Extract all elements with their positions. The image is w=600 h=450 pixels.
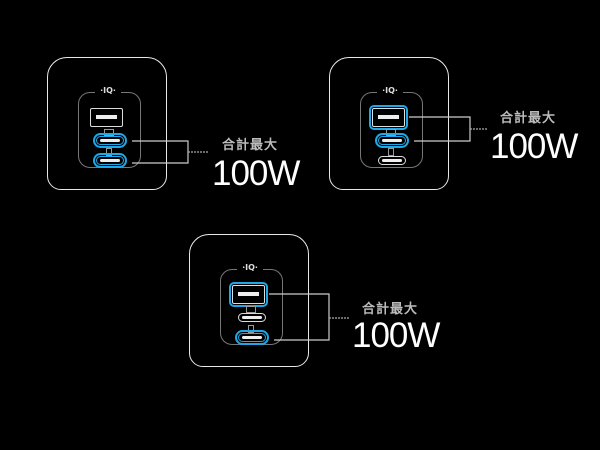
- usb-c2-port: [93, 153, 127, 168]
- laptop-icon: [104, 129, 114, 136]
- iq-logo: ·IQ·: [237, 263, 263, 272]
- iq-logo: ·IQ·: [377, 86, 403, 95]
- phone-icon: [106, 148, 112, 156]
- charger-body: [329, 57, 449, 190]
- total-max-label: 合計最大: [500, 111, 557, 126]
- charger-body: [47, 57, 167, 190]
- total-max-label: 合計最大: [362, 302, 419, 317]
- total-max-label: 合計最大: [222, 138, 279, 153]
- charger-body: [189, 234, 309, 367]
- usb-a-port: [369, 105, 408, 130]
- usb-a-port: [229, 282, 268, 307]
- wattage-value: 100W: [490, 127, 578, 166]
- charger-panel-3: ·IQ· 合計最大 100W: [189, 234, 469, 374]
- phone-icon: [388, 148, 394, 156]
- charger-panel-1: ·IQ· 合計最大 100W: [47, 57, 327, 197]
- laptop-icon: [246, 306, 256, 313]
- connector-lines: [132, 140, 208, 164]
- connector-lines: [269, 293, 349, 341]
- wattage-value: 100W: [212, 154, 300, 193]
- usb-c2-port: [378, 156, 406, 165]
- iq-logo: ·IQ·: [95, 86, 121, 95]
- usb-c1-port: [238, 313, 266, 322]
- usb-c2-port: [235, 330, 269, 345]
- laptop-icon: [386, 129, 396, 136]
- usb-c1-port: [375, 133, 409, 148]
- connector-lines: [409, 116, 488, 142]
- phone-icon: [248, 325, 254, 333]
- usb-c1-port: [93, 133, 127, 148]
- usb-a-port: [90, 108, 123, 127]
- wattage-value: 100W: [352, 316, 440, 355]
- charger-panel-2: ·IQ· 合計最大 100W: [329, 57, 600, 197]
